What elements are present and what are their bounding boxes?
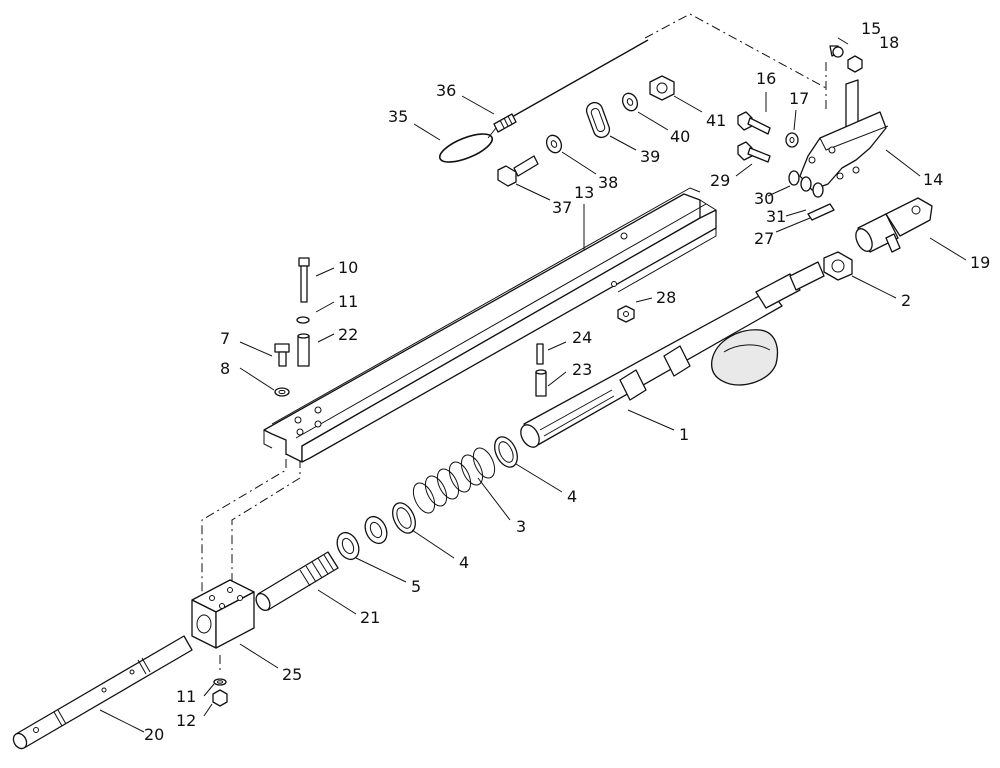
long-bolt-10 bbox=[298, 257, 310, 303]
cable-loop-35 bbox=[438, 127, 497, 163]
callout-38: 38 bbox=[598, 173, 618, 192]
callout-24: 24 bbox=[572, 328, 592, 347]
leader-lines bbox=[99, 37, 967, 733]
callout-3: 3 bbox=[516, 517, 526, 536]
callout-4b: 4 bbox=[459, 553, 469, 572]
callout-2: 2 bbox=[901, 291, 911, 310]
sleeve-22 bbox=[297, 333, 310, 367]
callout-13: 13 bbox=[574, 183, 594, 202]
callout-7: 7 bbox=[220, 329, 230, 348]
callout-35: 35 bbox=[388, 107, 408, 126]
channel-rail-13 bbox=[263, 187, 717, 463]
callout-4a: 4 bbox=[567, 487, 577, 506]
callout-21: 21 bbox=[360, 608, 380, 627]
nut-28 bbox=[617, 305, 635, 323]
callout-11b: 11 bbox=[176, 687, 196, 706]
callout-16: 16 bbox=[756, 69, 776, 88]
callout-labels: 1 2 3 4 4 5 7 8 10 11 11 12 13 14 15 16 … bbox=[144, 19, 990, 744]
block-25 bbox=[191, 579, 255, 649]
callout-37: 37 bbox=[552, 198, 572, 217]
bolt-29 bbox=[737, 141, 771, 163]
washer-11-upper bbox=[296, 316, 310, 324]
bolt-15 bbox=[829, 45, 844, 58]
washer-40 bbox=[621, 92, 639, 112]
callout-10: 10 bbox=[338, 258, 358, 277]
main-shaft-1 bbox=[520, 261, 825, 448]
callout-8: 8 bbox=[220, 359, 230, 378]
pin-31 bbox=[807, 203, 835, 221]
callout-31: 31 bbox=[766, 207, 786, 226]
link-39 bbox=[585, 101, 611, 139]
bushing-23 bbox=[535, 369, 547, 397]
washer-38 bbox=[545, 134, 563, 154]
coil-spring-3 bbox=[412, 447, 496, 514]
callout-20: 20 bbox=[144, 725, 164, 744]
callout-23: 23 bbox=[572, 360, 592, 379]
callout-14: 14 bbox=[923, 170, 943, 189]
callout-5: 5 bbox=[411, 577, 421, 596]
rod-20 bbox=[12, 635, 193, 750]
callout-19: 19 bbox=[970, 253, 990, 272]
nut-12 bbox=[212, 689, 228, 707]
washer-4-upper bbox=[494, 436, 518, 468]
threaded-sleeve-21 bbox=[255, 551, 339, 612]
slotted-nut-5 bbox=[336, 515, 388, 561]
nut-18 bbox=[847, 55, 863, 73]
callout-11a: 11 bbox=[338, 292, 358, 311]
callout-27: 27 bbox=[754, 229, 774, 248]
callout-25: 25 bbox=[282, 665, 302, 684]
washers-30 bbox=[788, 170, 824, 198]
hex-nut-2 bbox=[823, 251, 853, 281]
bracket-14 bbox=[799, 79, 889, 191]
washer-8 bbox=[274, 387, 290, 397]
washer-17 bbox=[785, 132, 799, 148]
callout-40: 40 bbox=[670, 127, 690, 146]
hex-nut-41 bbox=[649, 75, 675, 101]
cable-36 bbox=[493, 39, 649, 133]
callout-41: 41 bbox=[706, 111, 726, 130]
washer-11-lower bbox=[213, 678, 227, 686]
callout-39: 39 bbox=[640, 147, 660, 166]
clevis-19 bbox=[855, 197, 933, 253]
callout-18: 18 bbox=[879, 33, 899, 52]
callout-36: 36 bbox=[436, 81, 456, 100]
callout-17: 17 bbox=[789, 89, 809, 108]
callout-22: 22 bbox=[338, 325, 358, 344]
bolt-7 bbox=[274, 343, 290, 367]
bolt-16 bbox=[737, 111, 771, 135]
callout-15: 15 bbox=[861, 19, 881, 38]
callout-1: 1 bbox=[679, 425, 689, 444]
callout-12: 12 bbox=[176, 711, 196, 730]
washer-4-lower bbox=[392, 502, 416, 534]
bolt-37 bbox=[497, 155, 539, 187]
callout-29: 29 bbox=[710, 171, 730, 190]
pin-24 bbox=[536, 343, 544, 365]
callout-28: 28 bbox=[656, 288, 676, 307]
callout-30: 30 bbox=[754, 189, 774, 208]
